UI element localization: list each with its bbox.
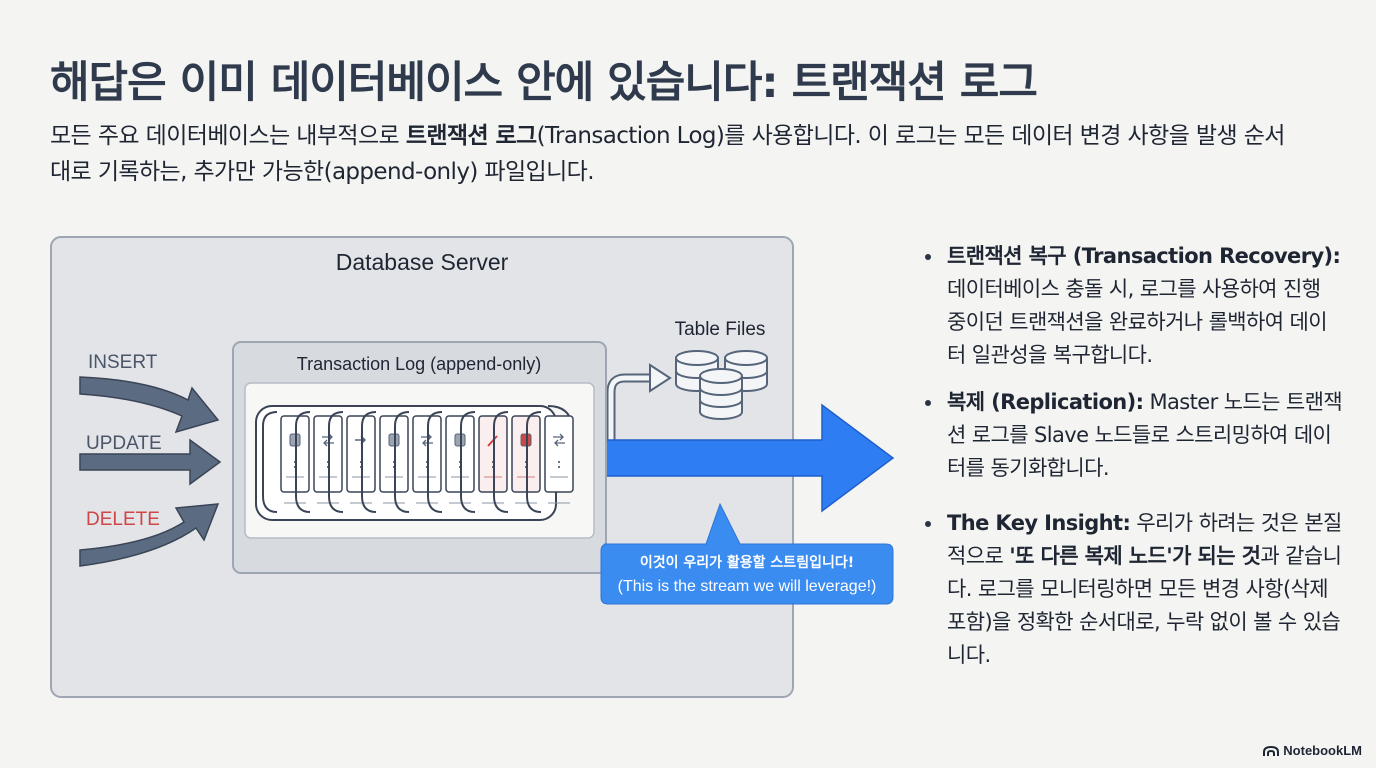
footer-brand: NotebookLM	[1263, 743, 1362, 758]
update-arrow	[79, 438, 222, 486]
bullet-insight-body-1: 우리가 하려는 것은 본질적으로	[947, 511, 1342, 568]
bullet-replication-body: Master 노드는 트랜잭션 로그를 Slave 노드들로 스트리밍하여 데이…	[947, 390, 1343, 480]
delete-label: DELETE	[86, 509, 160, 530]
bullet-insight: The Key Insight: 우리가 하려는 것은 본질적으로 '또 다른 …	[925, 507, 1345, 672]
log-entries	[262, 411, 574, 513]
callout-line-1: 이것이 우리가 활용할 스트림입니다!	[640, 554, 854, 571]
stream-callout: 이것이 우리가 활용할 스트림입니다! (This is the stream …	[600, 502, 894, 605]
footer-brand-name: NotebookLM	[1283, 743, 1362, 758]
log-entry-page	[526, 411, 574, 513]
bullet-insight-bold: '또 다른 복제 노드'가 되는 것	[1009, 544, 1261, 568]
log-to-table-arrow	[606, 363, 672, 440]
insert-arrow	[79, 376, 220, 434]
delete-arrow	[79, 503, 220, 567]
database-server-label: Database Server	[336, 249, 509, 275]
insert-label: INSERT	[88, 352, 158, 373]
intro-bold-term: 트랜잭션 로그	[405, 123, 537, 149]
bullet-recovery-body: 데이터베이스 충돌 시, 로그를 사용하여 진행 중이던 트랜잭션을 완료하거나…	[947, 277, 1328, 367]
table-files-icon	[675, 350, 768, 420]
intro-text-2: (Transaction Log)를 사용합니다. 이 로그는 모든 데이터 변…	[50, 123, 1285, 185]
bullet-insight-body-2: 과 같습니다. 로그를 모니터링하면 모든 변경 사항(삭제 포함)을 정확한 …	[947, 544, 1342, 667]
swap-icon	[421, 433, 433, 447]
pencil-icon	[487, 435, 498, 447]
update-label: UPDATE	[86, 433, 162, 454]
notebooklm-logo-icon	[1263, 745, 1280, 756]
intro-text-1: 모든 주요 데이터베이스는 내부적으로	[50, 123, 406, 149]
callout-line-2: (This is the stream we will leverage!)	[618, 578, 877, 595]
slide-title: 해답은 이미 데이터베이스 안에 있습니다: 트랜잭션 로그	[50, 58, 1038, 108]
swap-icon	[553, 433, 565, 447]
table-files-label: Table Files	[675, 319, 766, 340]
bullet-recovery-head: 트랜잭션 복구 (Transaction Recovery):	[947, 244, 1341, 268]
bullet-recovery: 트랜잭션 복구 (Transaction Recovery): 데이터베이스 충…	[925, 240, 1345, 372]
swap-icon	[322, 433, 334, 447]
transaction-log-label: Transaction Log (append-only)	[297, 354, 541, 374]
bullet-insight-head: The Key Insight:	[947, 511, 1131, 535]
intro-paragraph: 모든 주요 데이터베이스는 내부적으로 트랜잭션 로그(Transaction …	[50, 118, 1290, 190]
bullet-replication-head: 복제 (Replication):	[947, 390, 1144, 414]
bullet-replication: 복제 (Replication): Master 노드는 트랜잭션 로그를 Sl…	[925, 386, 1345, 485]
bullet-list: 트랜잭션 복구 (Transaction Recovery): 데이터베이스 충…	[925, 240, 1345, 686]
